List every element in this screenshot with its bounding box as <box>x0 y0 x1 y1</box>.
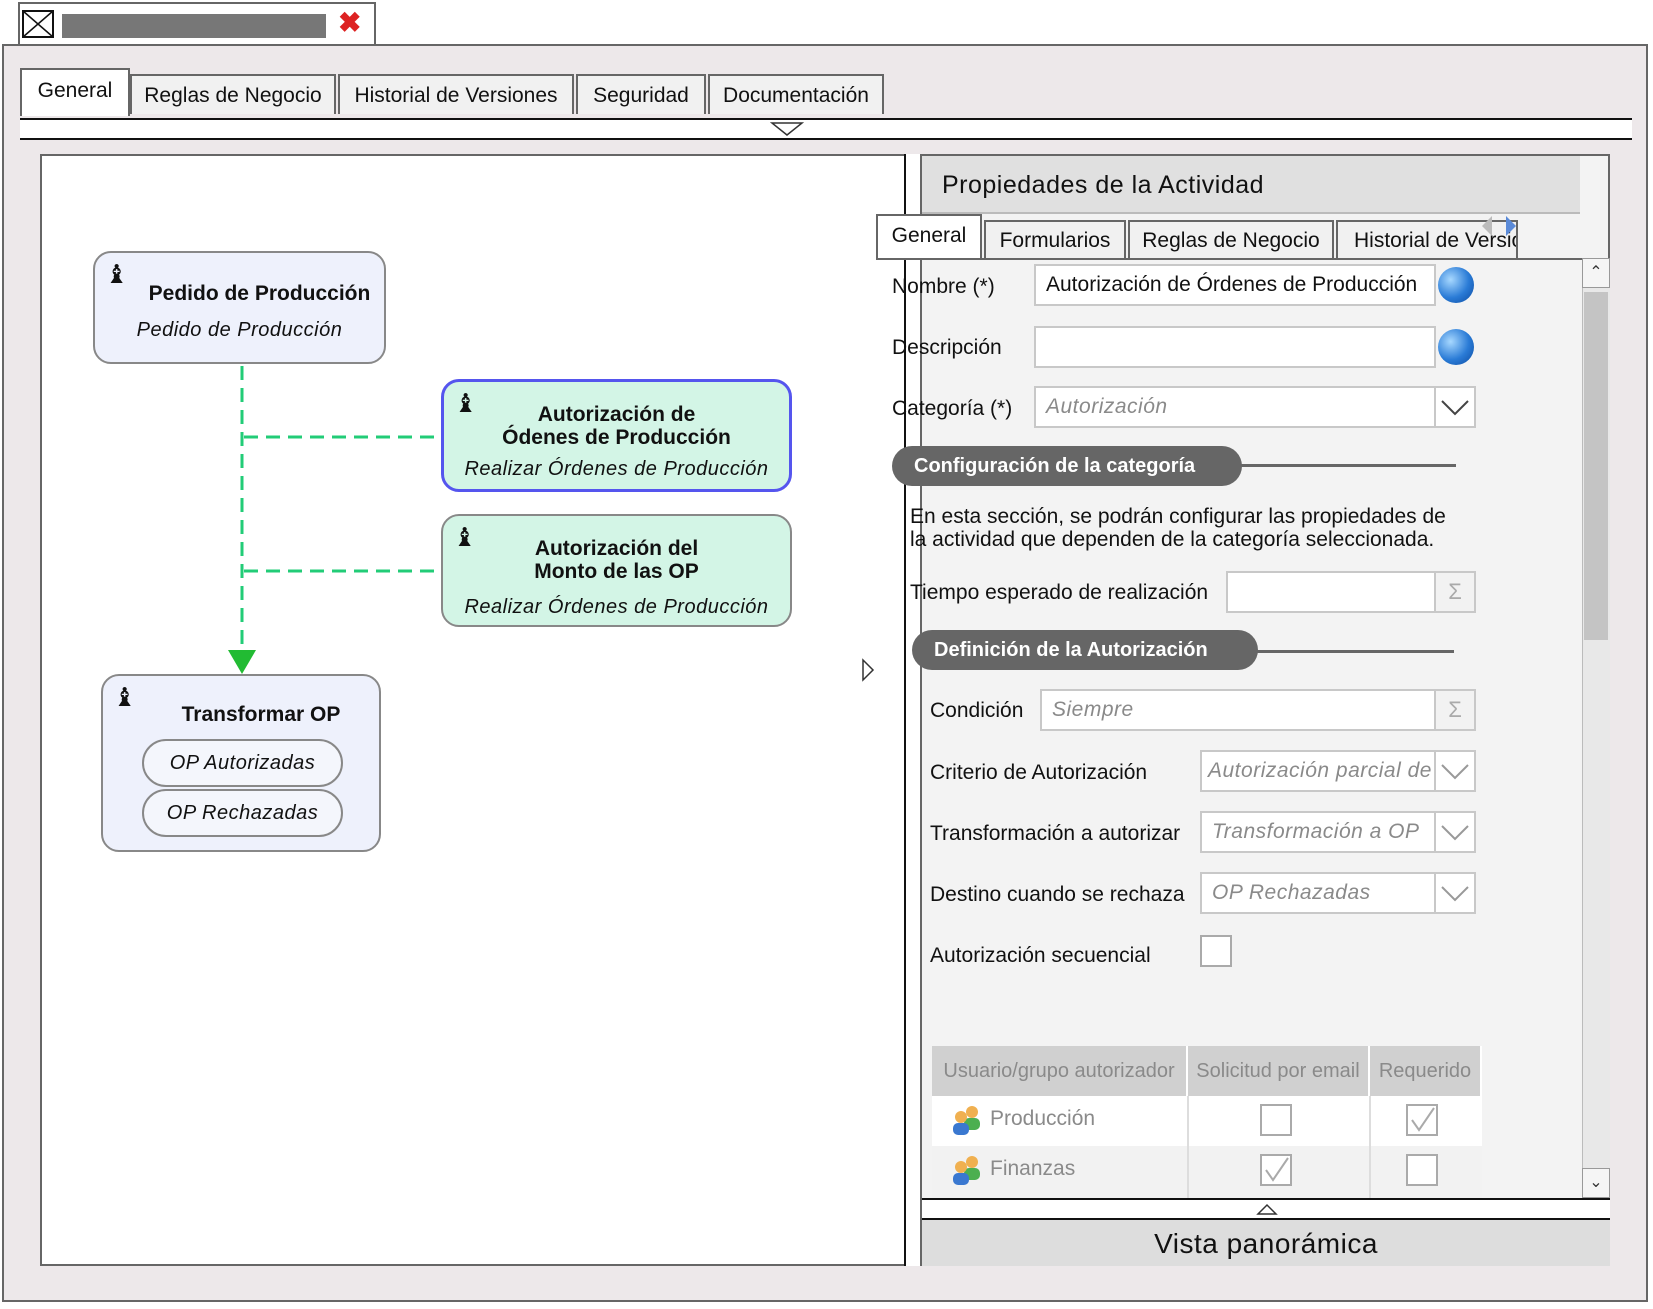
group-users-icon <box>953 1106 980 1135</box>
chevron-down-icon <box>1441 825 1469 841</box>
activity-title-line1: Autorización del <box>534 537 699 560</box>
globe-icon[interactable] <box>1438 329 1474 365</box>
chevron-down-icon <box>1441 886 1469 902</box>
transformacion-dropdown-button[interactable] <box>1434 811 1476 853</box>
requerido-checkbox[interactable] <box>1406 1154 1438 1186</box>
grid-header-requerido: Requerido <box>1370 1046 1482 1096</box>
nombre-label: Nombre (*) <box>892 275 995 298</box>
section-configuracion-categoria: Configuración de la categoría <box>892 446 1242 486</box>
grid-header-usuario: Usuario/grupo autorizador <box>932 1046 1188 1096</box>
secuencial-label: Autorización secuencial <box>930 944 1151 967</box>
descripcion-input[interactable] <box>1034 326 1436 368</box>
criterio-label: Criterio de Autorización <box>930 761 1148 784</box>
panel-tab-historial[interactable]: Historial de Versiones <box>1336 220 1518 258</box>
flow-connectors <box>228 366 440 674</box>
tab-documentacion[interactable]: Documentación <box>708 74 884 114</box>
activity-title-line2: Ódenes de Producción <box>502 426 731 449</box>
condicion-input[interactable]: Siempre <box>1040 689 1436 731</box>
tab-general[interactable]: General <box>20 68 130 116</box>
destino-select[interactable]: OP Rechazadas <box>1200 872 1436 914</box>
email-checkbox[interactable] <box>1260 1154 1292 1186</box>
section-description-line1: En esta sección, se podrán configurar la… <box>910 505 1446 528</box>
transformacion-label: Transformación a autorizar <box>930 822 1181 845</box>
transformacion-select[interactable]: Transformación a OP <box>1200 811 1436 853</box>
tab-reglas-de-negocio[interactable]: Reglas de Negocio <box>130 74 336 114</box>
section-divider <box>1230 464 1456 467</box>
nombre-input[interactable]: Autorización de Órdenes de Producción <box>1034 264 1436 306</box>
tiempo-label: Tiempo esperado de realización <box>910 581 1209 604</box>
activity-subtitle: Pedido de Producción <box>136 319 343 341</box>
section-description-line2: la actividad que dependen de la categorí… <box>910 528 1435 551</box>
user-icon: ♝ <box>113 682 137 712</box>
sigma-icon[interactable]: Σ <box>1434 689 1476 731</box>
document-title-redacted <box>62 14 326 38</box>
group-users-icon <box>953 1156 980 1185</box>
chevron-up-icon[interactable] <box>1256 1203 1278 1216</box>
tiempo-input[interactable] <box>1226 571 1436 613</box>
email-checkbox[interactable] <box>1260 1104 1292 1136</box>
categoria-label: Categoría (*) <box>892 397 1013 420</box>
section-definicion-autorizacion: Definición de la Autorización <box>912 630 1258 670</box>
grid-row-name: Producción <box>990 1107 1096 1130</box>
check-icon <box>1265 1157 1289 1182</box>
activity-autorizacion-monto[interactable]: ♝ Autorización del Monto de las OP Reali… <box>441 514 792 627</box>
categoria-dropdown-button[interactable] <box>1434 386 1476 428</box>
categoria-select[interactable]: Autorización <box>1034 386 1436 428</box>
output-op-autorizadas[interactable]: OP Autorizadas <box>142 739 343 787</box>
condicion-label: Condición <box>930 699 1024 722</box>
tab-seguridad[interactable]: Seguridad <box>576 74 706 114</box>
table-row[interactable] <box>932 1146 1482 1198</box>
globe-icon[interactable] <box>1438 267 1474 303</box>
activity-title: Pedido de Producción <box>148 282 371 305</box>
vista-panoramica-button[interactable]: Vista panorámica <box>922 1218 1610 1266</box>
user-icon: ♝ <box>454 388 478 418</box>
document-icon <box>22 10 54 38</box>
tab-historial-de-versiones[interactable]: Historial de Versiones <box>338 74 574 114</box>
table-row[interactable] <box>932 1096 1482 1146</box>
activity-title: Transformar OP <box>181 703 341 726</box>
chevron-down-icon <box>1441 764 1469 780</box>
criterio-dropdown-button[interactable] <box>1434 750 1476 792</box>
grid-divider <box>1187 1096 1189 1198</box>
activity-title-line2: Monto de las OP <box>534 560 699 583</box>
panel-tab-general[interactable]: General <box>876 214 982 260</box>
output-op-rechazadas[interactable]: OP Rechazadas <box>142 789 343 837</box>
destino-label: Destino cuando se rechaza <box>930 883 1185 906</box>
collapse-bar[interactable] <box>20 118 1632 140</box>
scrollbar-thumb[interactable] <box>1584 292 1608 640</box>
activity-title-line1: Autorización de <box>537 403 696 426</box>
sigma-icon[interactable]: Σ <box>1434 571 1476 613</box>
tab-scroll-arrows-icon[interactable] <box>1480 214 1520 238</box>
panel-tab-reglas-de-negocio[interactable]: Reglas de Negocio <box>1128 220 1334 258</box>
section-divider <box>1246 650 1454 653</box>
scroll-up-icon[interactable]: ⌃ <box>1582 258 1610 288</box>
close-icon[interactable]: ✖ <box>338 7 362 38</box>
activity-subtitle: Realizar Órdenes de Producción <box>464 458 769 480</box>
scroll-down-icon[interactable]: ⌄ <box>1582 1168 1610 1198</box>
user-icon: ♝ <box>453 522 477 552</box>
grid-divider <box>1369 1096 1371 1198</box>
check-icon <box>1411 1107 1435 1132</box>
requerido-checkbox[interactable] <box>1406 1104 1438 1136</box>
destino-dropdown-button[interactable] <box>1434 872 1476 914</box>
panel-tab-formularios[interactable]: Formularios <box>984 220 1126 258</box>
descripcion-label: Descripción <box>892 336 1002 359</box>
panel-title: Propiedades de la Actividad <box>922 156 1580 214</box>
chevron-down-icon <box>1441 400 1469 416</box>
chevron-right-icon[interactable] <box>861 658 875 682</box>
chevron-down-icon[interactable] <box>770 121 804 137</box>
user-icon: ♝ <box>105 259 129 289</box>
panel-tab-underline <box>876 258 1584 260</box>
criterio-select[interactable]: Autorización parcial de <box>1200 750 1436 792</box>
grid-header-email: Solicitud por email <box>1188 1046 1370 1096</box>
secuencial-checkbox[interactable] <box>1200 935 1232 967</box>
activity-pedido-de-produccion[interactable]: ♝ Pedido de Producción Pedido de Producc… <box>93 251 386 364</box>
activity-autorizacion-ordenes[interactable]: ♝ Autorización de Ódenes de Producción R… <box>441 379 792 492</box>
activity-subtitle: Realizar Órdenes de Producción <box>464 596 769 618</box>
grid-row-name: Finanzas <box>990 1157 1076 1180</box>
